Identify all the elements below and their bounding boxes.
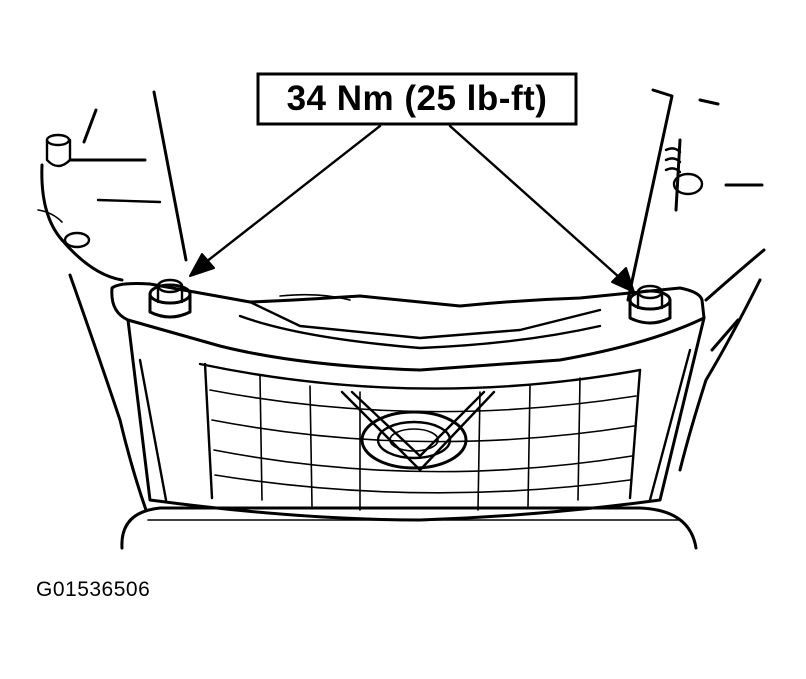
left-bolt — [148, 278, 192, 319]
grille-upper-frame — [110, 282, 706, 372]
leader-line-left — [189, 124, 382, 277]
figure-id: G01536506 — [36, 578, 151, 601]
torque-spec-label: 34 Nm (25 lb-ft) — [286, 79, 548, 118]
callout-box — [256, 72, 578, 126]
leader-line-right — [448, 124, 635, 293]
right-bolt — [628, 284, 672, 325]
left-body-panel — [37, 90, 188, 512]
right-body-panel — [626, 88, 766, 472]
lower-bumper — [120, 506, 698, 550]
